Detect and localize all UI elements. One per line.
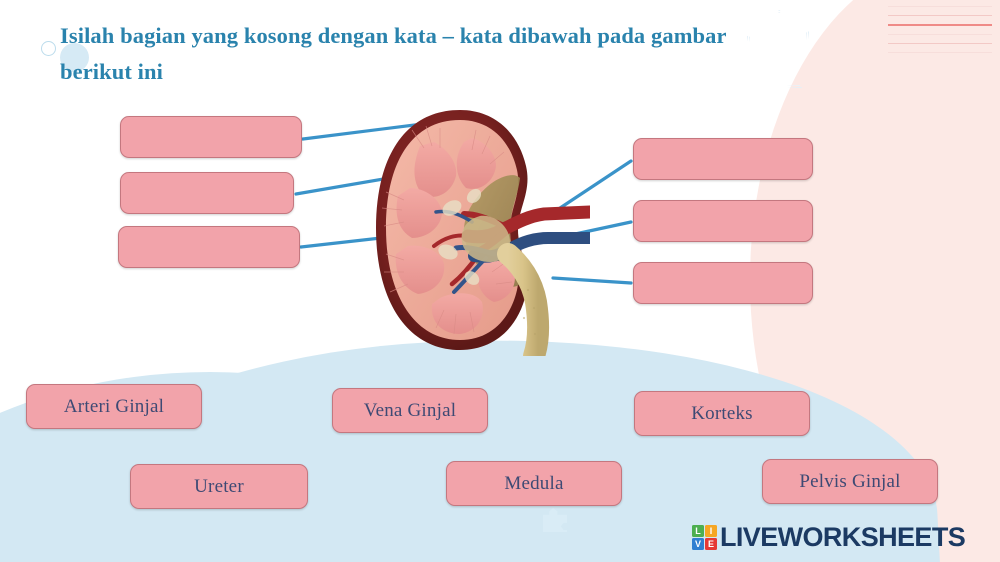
puzzle-piece-icon: [543, 508, 567, 532]
liveworksheets-logo[interactable]: L I V E LIVEWORKSHEETS: [692, 521, 966, 553]
word-chip-ureter[interactable]: Ureter: [130, 464, 308, 509]
word-chip-korteks[interactable]: Korteks: [634, 391, 810, 436]
word-chip-label: Pelvis Ginjal: [799, 470, 901, 492]
logo-square-e: E: [705, 537, 717, 550]
answer-box-left-2[interactable]: [120, 172, 294, 214]
pink-line-group: [888, 6, 992, 62]
answer-box-left-3[interactable]: [118, 226, 300, 268]
word-chip-medula[interactable]: Medula: [446, 461, 622, 506]
word-chip-pelvis-ginjal[interactable]: Pelvis Ginjal: [762, 459, 938, 504]
word-chip-label: Arteri Ginjal: [63, 395, 165, 417]
logo-squares-icon: L I V E: [692, 524, 717, 550]
logo-wordmark: LIVEWORKSHEETS: [720, 521, 966, 552]
ureter-texture: [522, 288, 537, 336]
answer-box-right-1[interactable]: [633, 138, 813, 180]
renal-pyramids: [395, 138, 515, 334]
renal-calyces: [438, 188, 482, 285]
word-chip-vena-ginjal[interactable]: Vena Ginjal: [332, 388, 488, 433]
ureter-tube: [497, 243, 550, 367]
word-chip-label: Medula: [504, 472, 564, 494]
word-chip-label: Vena Ginjal: [363, 399, 457, 421]
answer-box-right-2[interactable]: [633, 200, 813, 242]
kidney-diagram-image: [368, 104, 597, 367]
logo-square-i: I: [705, 524, 717, 537]
logo-square-v: V: [692, 537, 704, 550]
word-chip-label: Korteks: [691, 402, 753, 424]
circle-outline-decoration: [41, 41, 56, 56]
word-chip-label: Ureter: [194, 475, 244, 497]
medullary-rays: [381, 125, 513, 335]
answer-box-left-1[interactable]: [120, 116, 302, 158]
logo-square-l: L: [692, 524, 704, 537]
word-chip-arteri-ginjal[interactable]: Arteri Ginjal: [26, 384, 202, 429]
answer-box-right-3[interactable]: [633, 262, 813, 304]
page-title: Isilah bagian yang kosong dengan kata – …: [60, 23, 727, 85]
